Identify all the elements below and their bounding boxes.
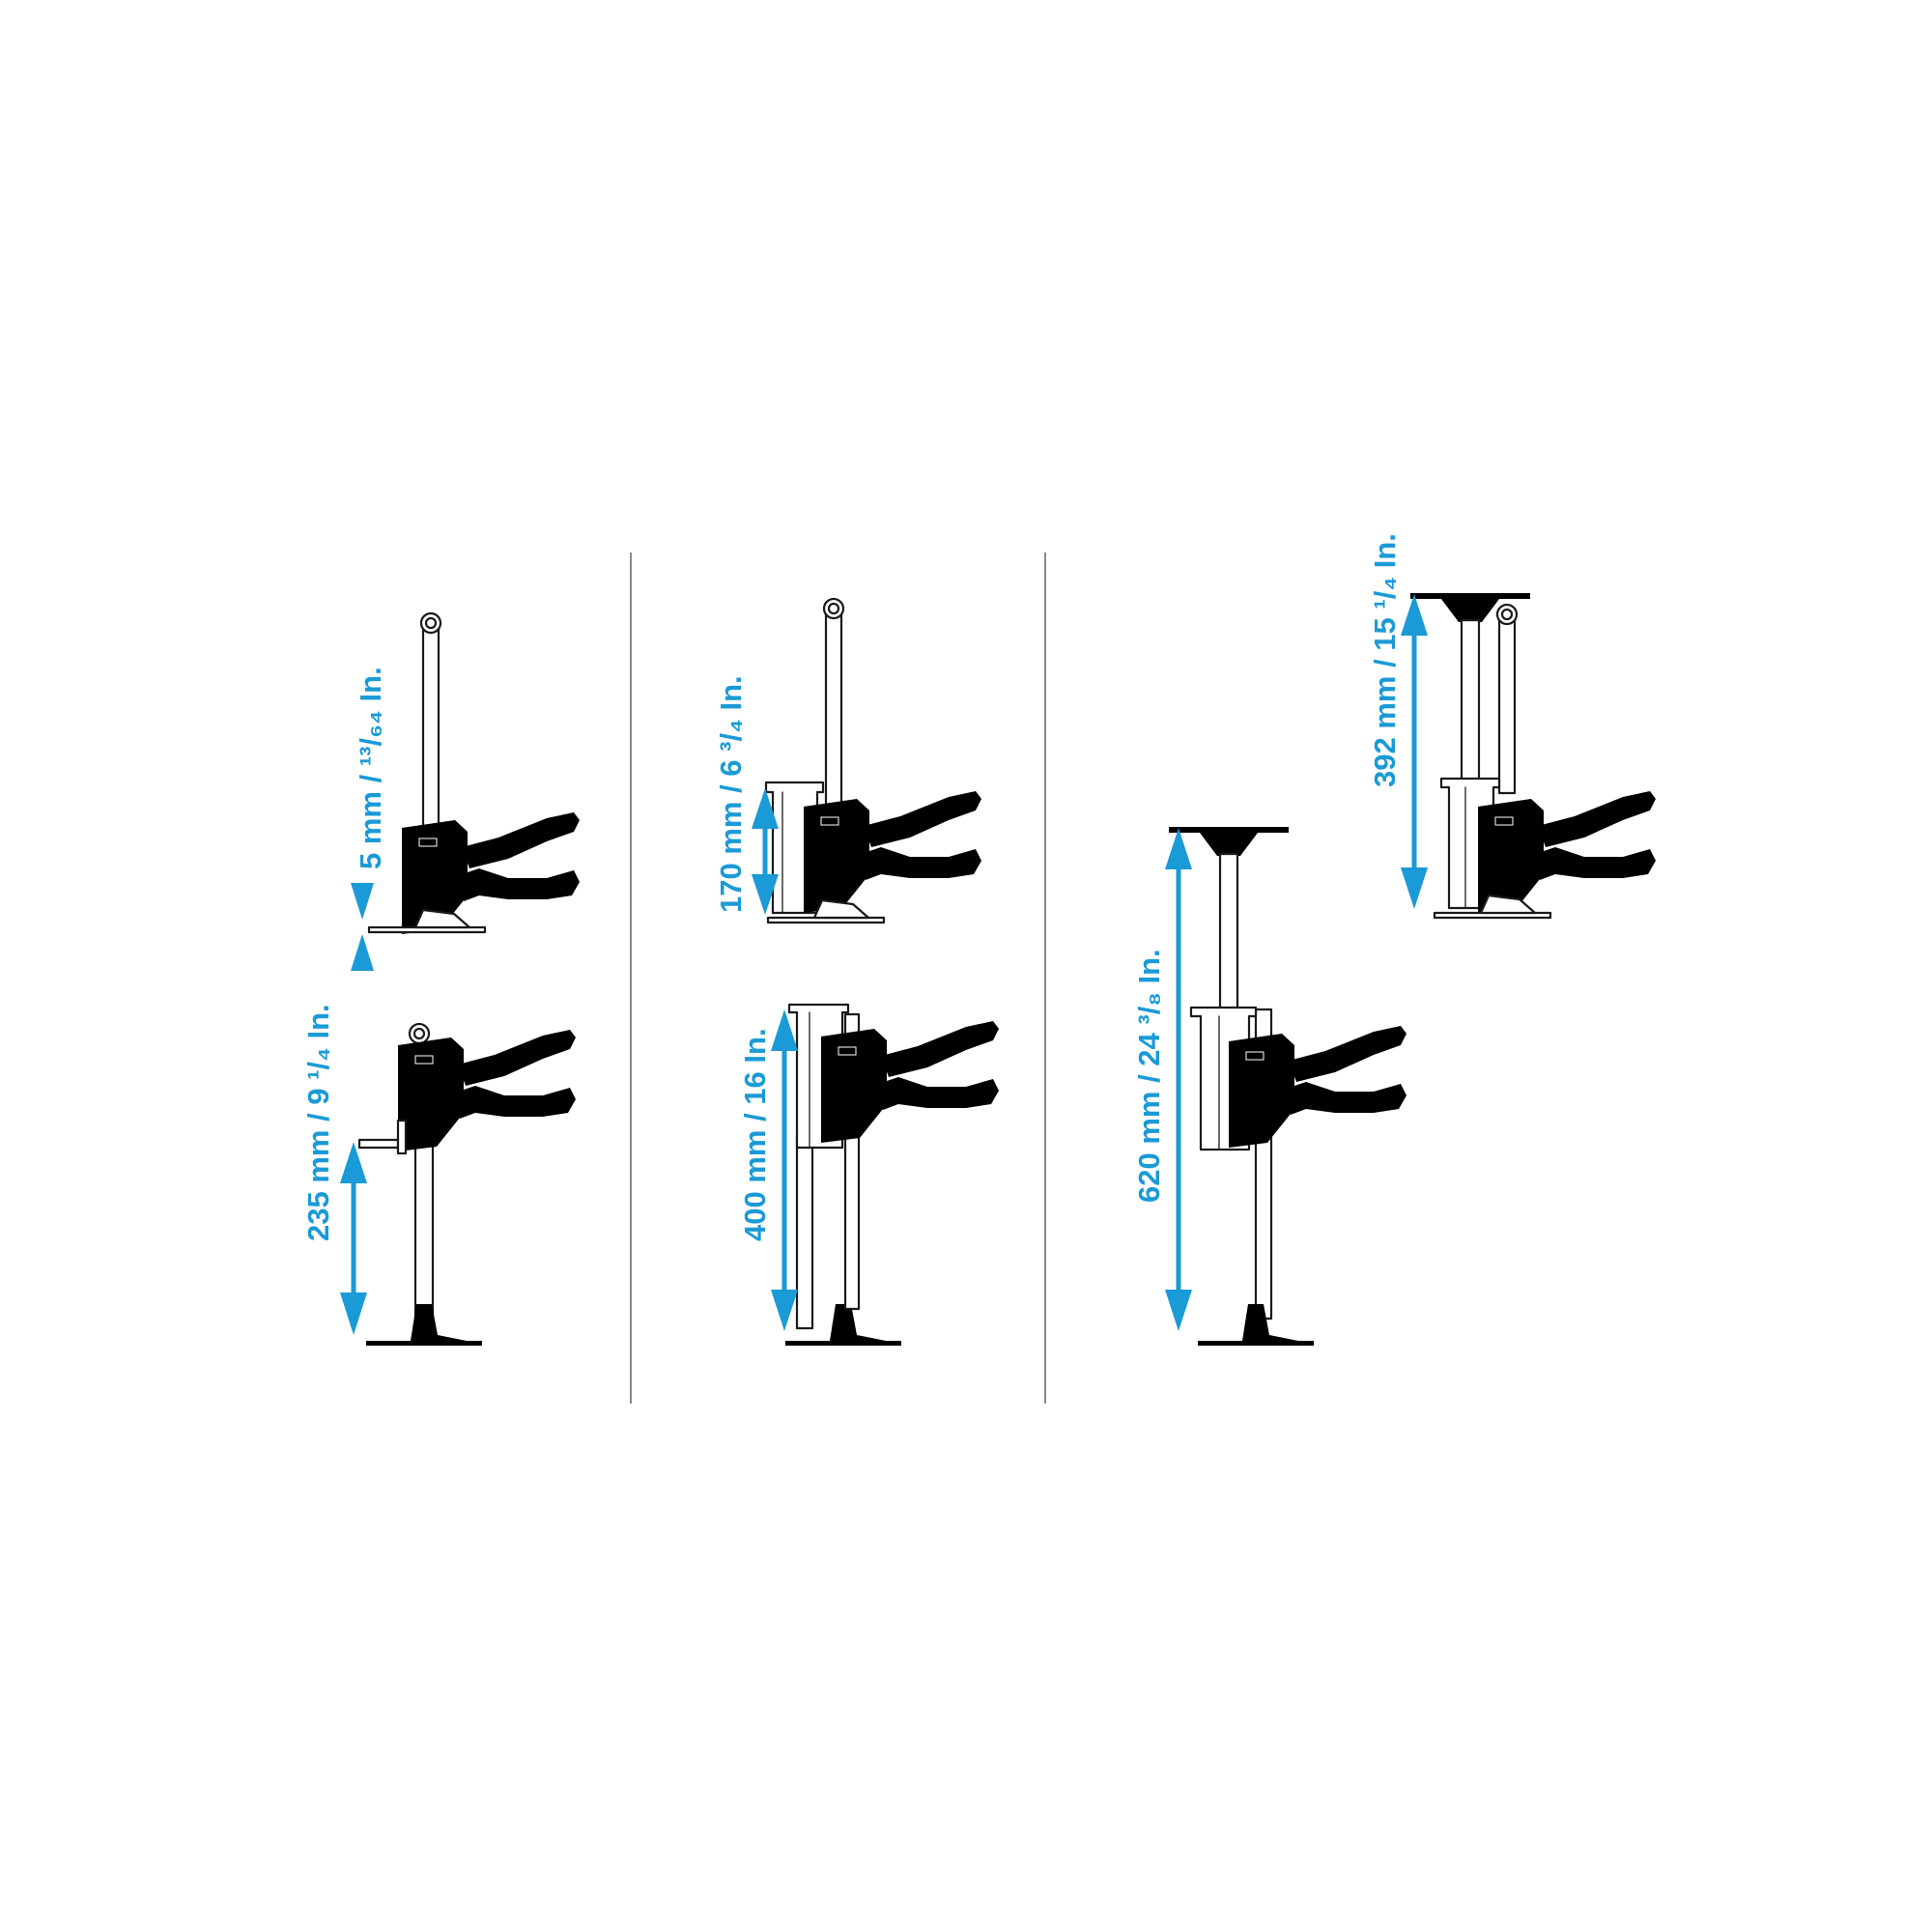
arrow-up-head — [1165, 828, 1192, 869]
arrow-down-head — [340, 1293, 367, 1335]
arrow-down-head — [1165, 1290, 1192, 1331]
arrow-down-head — [752, 874, 779, 915]
arrow-down-head — [1401, 867, 1428, 909]
dimension-400mm: 400 mm / 16 In. — [738, 1009, 798, 1331]
dimension-5mm: 5 mm / ¹³/₆₄ In. — [351, 667, 387, 971]
dimension-170mm: 170 mm / 6 ³/₄ In. — [714, 675, 779, 915]
lift-tool-extended-left — [1169, 827, 1407, 1346]
dimension-620mm: 620 mm / 24 ³/₈ In. — [1132, 828, 1192, 1331]
arrow-down-head — [351, 883, 374, 920]
dim-label-235mm: 235 mm / 9 ¹/₄ In. — [301, 1004, 335, 1241]
arrow-down-head — [771, 1290, 798, 1331]
dim-label-5mm: 5 mm / ¹³/₆₄ In. — [354, 667, 387, 869]
arrow-up-head — [752, 788, 779, 829]
lift-tool-extended-right — [1410, 593, 1657, 920]
dim-label-392mm: 392 mm / 15 ¹/₄ In. — [1368, 533, 1402, 787]
lift-tool-middle-bottom — [785, 1003, 1000, 1346]
arrow-up-head — [771, 1009, 798, 1051]
dimension-235mm: 235 mm / 9 ¹/₄ In. — [301, 1004, 367, 1335]
arrow-up-head — [1401, 594, 1428, 636]
dimension-392mm: 392 mm / 15 ¹/₄ In. — [1368, 533, 1428, 909]
lift-tool-middle-top — [764, 597, 982, 924]
lift-tool-closed-bottom — [357, 1022, 577, 1346]
arrow-up-head — [351, 934, 374, 971]
dim-label-170mm: 170 mm / 6 ³/₄ In. — [714, 675, 748, 913]
dim-label-400mm: 400 mm / 16 In. — [738, 1028, 772, 1241]
dim-label-620mm: 620 mm / 24 ³/₈ In. — [1132, 949, 1166, 1203]
lift-tool-closed-top — [367, 611, 581, 935]
arrow-up-head — [340, 1142, 367, 1183]
